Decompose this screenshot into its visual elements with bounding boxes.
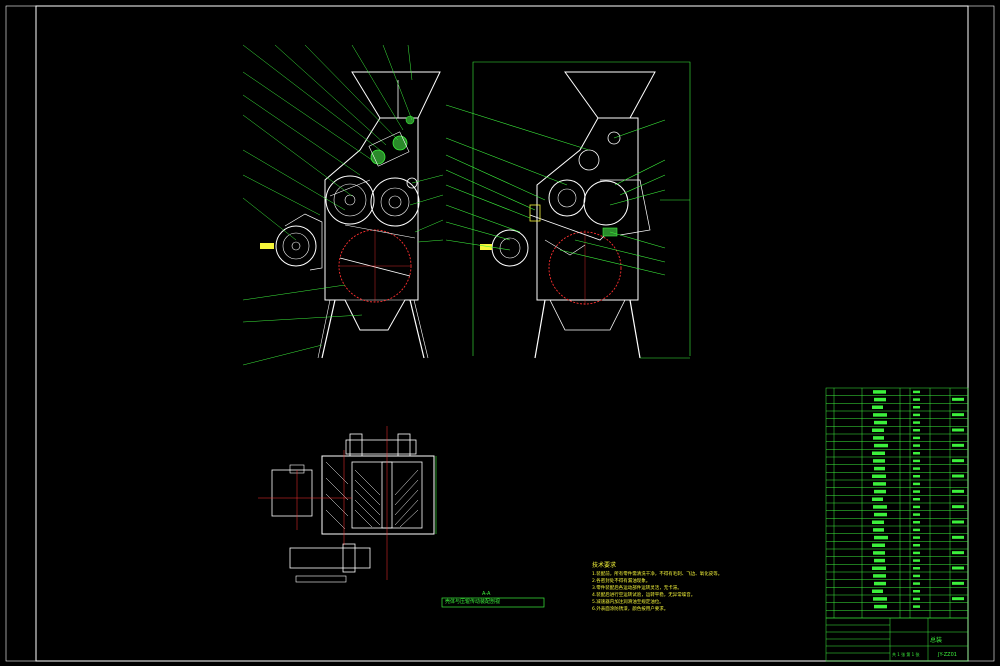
table-cell-text	[872, 520, 884, 524]
table-cell-text	[913, 475, 920, 478]
table-cell-text	[913, 559, 920, 562]
tech-notes-title: 技术要求	[592, 562, 617, 569]
table-cell-text	[913, 444, 920, 447]
table-cell-text	[872, 543, 885, 547]
table-cell-text	[913, 582, 920, 585]
table-cell-text	[874, 581, 886, 586]
section-caption-title: A-A	[482, 591, 491, 597]
table-cell-text	[913, 421, 920, 424]
table-cell-text	[913, 597, 920, 601]
table-cell-text	[872, 497, 883, 501]
table-cell-text	[874, 512, 887, 517]
table-cell-text	[952, 443, 964, 447]
table-cell-text	[952, 459, 964, 463]
section-caption-box	[441, 597, 545, 608]
table-cell-text	[952, 397, 964, 401]
table-cell-text	[913, 398, 920, 401]
table-cell-text	[913, 413, 920, 417]
table-cell-text	[874, 604, 887, 609]
table-cell-text	[913, 498, 920, 501]
drawing-name: 总装	[930, 637, 943, 644]
table-cell-text	[952, 581, 964, 585]
table-cell-text	[872, 566, 886, 570]
table-cell-text	[913, 452, 920, 455]
parts-list-table	[825, 387, 969, 662]
table-cell-text	[874, 558, 885, 563]
side-view	[445, 61, 691, 359]
table-cell-text	[873, 459, 885, 463]
drawing-number: JY-ZZ01	[938, 652, 957, 658]
table-cell-text	[872, 474, 886, 478]
table-cell-text	[952, 597, 964, 601]
table-cell-text	[874, 397, 886, 402]
section-view	[258, 426, 437, 583]
table-cell-text	[873, 390, 886, 394]
table-cell-text	[872, 451, 885, 455]
table-cell-text	[913, 590, 920, 593]
tech-note-line: 3.零件装配后各运动部件运转灵活，无卡滞。	[592, 586, 682, 591]
table-cell-text	[952, 474, 964, 478]
table-cell-text	[913, 467, 920, 470]
table-cell-text	[913, 605, 920, 608]
table-cell-text	[913, 406, 920, 409]
table-cell-text	[913, 528, 920, 532]
inner-frame	[35, 5, 969, 662]
table-cell-text	[873, 482, 886, 486]
sheet-label: 共 1 张 第 1 张	[892, 652, 920, 657]
table-cell-text	[874, 535, 888, 540]
tech-note-line: 5.减速器内加注润滑油至规定油位。	[592, 600, 664, 605]
table-cell-text	[952, 428, 964, 432]
front-view	[242, 44, 444, 366]
table-cell-text	[913, 459, 920, 463]
table-cell-text	[952, 505, 964, 509]
table-cell-text	[874, 420, 887, 425]
table-cell-text	[952, 413, 964, 417]
tech-note-line: 1.装配前，所有零件需清洗干净，不得有毛刺、飞边、氧化皮等。	[592, 572, 723, 577]
table-cell-text	[872, 405, 883, 409]
table-cell-text	[952, 566, 964, 570]
table-cell-text	[952, 551, 964, 555]
table-cell-text	[952, 535, 964, 539]
table-cell-text	[913, 513, 920, 516]
table-cell-text	[873, 436, 884, 440]
table-cell-text	[873, 505, 887, 509]
table-cell-text	[913, 567, 920, 570]
table-cell-text	[873, 528, 884, 532]
tech-note-line: 4.装配后进行空运转试验，运转平稳，无异常噪音。	[592, 593, 696, 598]
table-cell-text	[952, 520, 964, 524]
table-cell-text	[913, 521, 920, 524]
table-cell-text	[913, 505, 920, 509]
table-cell-text	[874, 443, 888, 448]
table-cell-text	[913, 436, 920, 440]
table-cell-text	[873, 413, 887, 417]
table-cell-text	[913, 482, 920, 486]
table-cell-text	[913, 551, 920, 555]
table-cell-text	[872, 428, 884, 432]
table-cell-text	[873, 574, 886, 578]
table-cell-text	[873, 551, 885, 555]
section-caption: 壳体与压辊传动装配剖视	[445, 599, 501, 605]
table-cell-text	[874, 466, 885, 471]
table-cell-text	[874, 489, 886, 494]
table-cell-text	[913, 544, 920, 547]
table-cell-text	[913, 490, 920, 493]
tech-note-line: 2.各密封处不得有漏油现象。	[592, 579, 651, 584]
table-cell-text	[873, 597, 887, 601]
table-cell-text	[952, 489, 964, 493]
table-cell-text	[913, 390, 920, 394]
table-cell-text	[913, 574, 920, 578]
table-cell-text	[913, 536, 920, 539]
table-cell-text	[872, 589, 883, 593]
table-cell-text	[913, 429, 920, 432]
tech-notes: 1.装配前，所有零件需清洗干净，不得有毛刺、飞边、氧化皮等。 2.各密封处不得有漏…	[592, 571, 722, 613]
tech-note-line: 6.外表面涂防锈漆，颜色按用户要求。	[592, 607, 669, 612]
